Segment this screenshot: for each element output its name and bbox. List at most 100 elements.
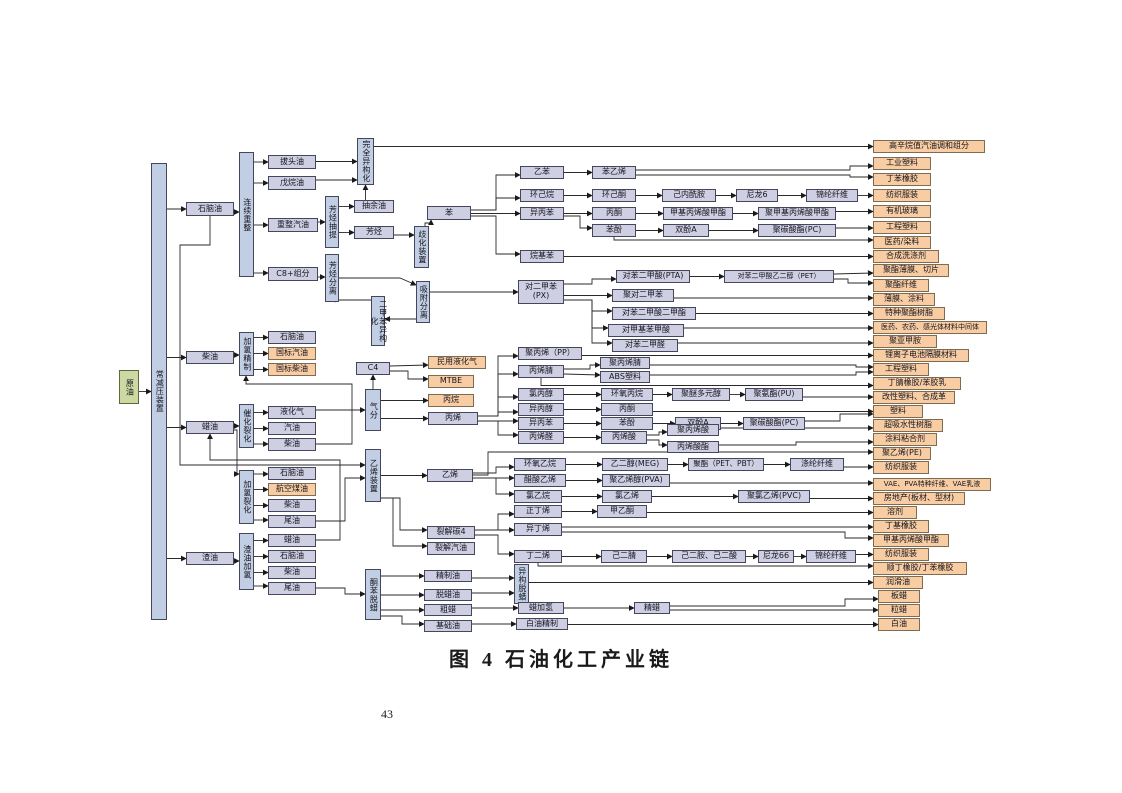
node-gbGasoline: 国标汽油 <box>268 347 316 360</box>
node-isom: 完全异构化 <box>357 138 374 185</box>
edge-pet-to-e_petFiber <box>834 278 874 286</box>
node-diesel3: 柴油 <box>268 499 316 512</box>
edge-abs-to-e_engPlastic2 <box>650 369 874 376</box>
node-abs: ABS塑料 <box>600 371 650 383</box>
node-polyether: 聚醚多元醇 <box>672 388 730 401</box>
node-eb: 乙苯 <box>520 166 564 179</box>
node-e_realEstate: 房地产(板材、型材) <box>873 492 965 505</box>
edge-isobutylene-to-e_mma2 <box>562 531 874 541</box>
node-e_spPet: 特种聚酯树脂 <box>873 307 945 320</box>
node-pmma: 聚甲基丙烯酸甲酯 <box>758 207 836 220</box>
node-e_nbr: 丁腈橡胶/苯胶乳 <box>873 377 961 390</box>
edge-acrylicAcid-to-acrylate <box>647 439 668 448</box>
node-phenol1: 苯酚 <box>592 224 636 237</box>
node-bpa1: 双酚A <box>663 224 709 237</box>
node-pvc: 聚氯乙烯(PVC) <box>738 490 810 503</box>
edge-px-to-pta <box>564 276 617 285</box>
edge-benzene-to-alkylbenzene <box>471 215 521 257</box>
node-e_plastic: 塑料 <box>873 405 923 418</box>
node-e_engPlastic2: 工程塑料 <box>873 363 929 376</box>
edge-crackedC4-to-butadiene <box>475 534 515 557</box>
node-vcm: 氯乙烯 <box>602 490 652 503</box>
node-eo: 环氧乙烷 <box>514 458 566 471</box>
node-hydrocrack: 加氢裂化 <box>239 470 254 524</box>
node-whiteOilRef: 白油精制 <box>516 618 568 630</box>
edge-waxoil1-to-hydrocrack <box>233 429 240 477</box>
node-acrylate: 丙烯酸酯 <box>667 441 719 453</box>
node-hmda: 己二胺、己二酸 <box>672 550 746 563</box>
node-e_whiteOil: 白油 <box>878 618 920 631</box>
edge-tailoil2-to-ketoneDewax <box>316 587 366 597</box>
node-refgas: 重整汽油 <box>268 218 318 232</box>
node-dmt: 对苯二甲酸二甲酯 <box>612 307 696 320</box>
node-isobutylene: 异丁烯 <box>514 523 562 536</box>
node-px: 对二甲苯(PX) <box>518 280 564 304</box>
node-fcc: 催化裂化 <box>239 404 254 448</box>
node-e_detergent: 合成洗涤剂 <box>873 250 939 263</box>
node-vam: 醋酸乙烯 <box>514 474 566 487</box>
node-pva: 聚乙烯醇(PVA) <box>602 474 670 487</box>
node-crude: 原油 <box>119 370 139 404</box>
edge-refinedWax-to-e_slabWax <box>670 596 879 607</box>
node-waxoil1: 蜡油 <box>186 421 234 434</box>
node-mek: 甲乙酮 <box>597 505 647 518</box>
node-mma1: 甲基丙烯酸甲酯 <box>663 207 733 220</box>
node-naphtha4: 石脑油 <box>268 550 316 563</box>
page-number: 43 <box>381 707 393 721</box>
node-e_filmCoating: 薄膜、涂料 <box>873 293 935 306</box>
node-e_slabWax: 板蜡 <box>878 590 920 603</box>
node-baseOil: 基础油 <box>424 620 472 632</box>
node-disp: 歧化装置 <box>414 226 429 268</box>
node-waxHydro: 蜡加氢 <box>518 602 564 614</box>
node-e_sap: 超吸水性树脂 <box>873 419 943 432</box>
node-crudeWax: 粗蜡 <box>424 604 472 616</box>
node-hydrotreat: 加氢精制 <box>239 332 254 376</box>
node-pp: 聚丙烯（PP） <box>518 347 582 360</box>
node-mtbe: MTBE <box>428 375 474 388</box>
edge-arsep-to-adsep <box>339 277 417 286</box>
node-e_solvent: 溶剂 <box>873 506 917 519</box>
node-cumene2: 异丙苯 <box>518 417 564 430</box>
edge-px-to-ptoluic <box>564 299 609 331</box>
edge-c4box-to-mtbe <box>390 370 429 382</box>
node-e_lube: 润滑油 <box>873 576 923 589</box>
node-nylon6: 尼龙6 <box>736 189 778 202</box>
edge-disp-to-benzene <box>424 219 434 226</box>
node-e_glass: 有机玻璃 <box>873 205 931 218</box>
node-dewaxedOil: 脱蜡油 <box>424 589 472 601</box>
node-raffinate: 抽余油 <box>354 200 394 213</box>
node-propylene: 丙烯 <box>428 412 478 425</box>
node-naphtha2: 石脑油 <box>268 331 316 344</box>
node-e_pharma2: 医药、农药、感光体材料中间体 <box>873 321 987 334</box>
edge-px-to-dmt <box>564 299 613 314</box>
edge-an-to-e_nbr <box>540 378 874 389</box>
node-cumene1: 异丙苯 <box>520 207 564 220</box>
node-e_coatAdh: 涂料粘合剂 <box>873 433 937 446</box>
node-butadiene: 丁二烯 <box>514 550 562 563</box>
node-e_pe: 聚乙烯(PE) <box>873 447 931 460</box>
edge-tailoil1-to-ethyleneUnit <box>316 475 366 522</box>
node-residHydro: 渣油加氢 <box>239 533 254 590</box>
node-e_textile3: 纺织服装 <box>873 548 929 561</box>
node-nylon66: 尼龙66 <box>758 550 794 563</box>
node-tailoil1: 尾油 <box>268 515 316 528</box>
node-paFiber: 锦纶纤维 <box>806 189 858 202</box>
node-cyclohexanone: 环己酮 <box>592 189 636 202</box>
edge-propylene-to-acrolein <box>478 420 519 438</box>
node-alkylbenzene: 烷基苯 <box>520 250 564 263</box>
edge-an-to-abs <box>563 371 601 378</box>
node-pc2: 聚碳酸酯(PC) <box>743 417 805 430</box>
node-pu: 聚氨酯(PU) <box>745 388 803 401</box>
node-e_vae: VAE、PVA特种纤维、VAE乳液 <box>873 478 991 491</box>
edge-pc2-to-e_plastic <box>805 411 874 422</box>
node-e_pam: 聚亚甲胺 <box>873 335 937 348</box>
edge-ethylene-to-eo <box>473 464 515 474</box>
node-tpal: 对苯二甲醛 <box>612 339 678 352</box>
node-isoDewax: 异构脱蜡 <box>514 564 529 604</box>
node-gasfrac: 气分 <box>365 389 381 431</box>
node-benzene: 苯 <box>427 206 471 220</box>
node-ipa: 异丙醇 <box>518 403 564 416</box>
node-lpg: 液化气 <box>268 406 316 419</box>
node-c8: C8+组分 <box>268 267 318 281</box>
node-acrylicAcid: 丙烯酸 <box>601 431 647 444</box>
